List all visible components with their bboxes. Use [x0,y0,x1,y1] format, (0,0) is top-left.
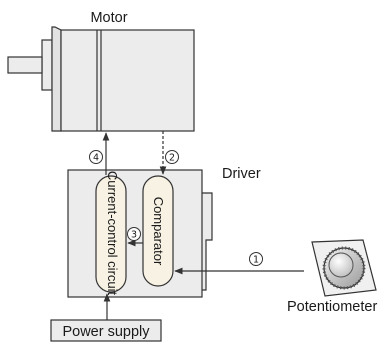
marker-1: 1 [249,252,263,266]
current-control-circuit-label: Current-control circuit [105,171,120,296]
svg-text:3: 3 [131,230,137,241]
motor-shaft [7,56,43,74]
svg-text:2: 2 [169,153,175,164]
driver-label: Driver [222,166,261,182]
motor-body [60,29,195,132]
potentiometer: Potentiometer [287,239,377,315]
motor-label: Motor [90,10,127,26]
marker-3: 3 [127,227,141,241]
svg-text:4: 4 [93,153,99,164]
motor-face-bevel [51,26,62,132]
marker-4: 4 [89,150,103,164]
power-supply-label: Power supply [62,324,150,340]
driver: Driver Current-control circuit Comparato… [67,166,261,298]
motor: Motor [7,10,195,132]
potentiometer-knurl [322,246,366,290]
comparator-block [142,175,174,287]
potentiometer-label: Potentiometer [287,299,377,315]
power-supply-box [50,319,162,342]
power-supply: Power supply [50,319,162,342]
potentiometer-knob-cap [328,252,354,278]
driver-heatsink [202,192,213,291]
svg-text:1: 1 [253,255,259,266]
comparator-label: Comparator [151,197,166,266]
current-control-circuit-block [95,175,127,293]
motor-flange [41,39,53,91]
marker-2: 2 [165,150,179,164]
